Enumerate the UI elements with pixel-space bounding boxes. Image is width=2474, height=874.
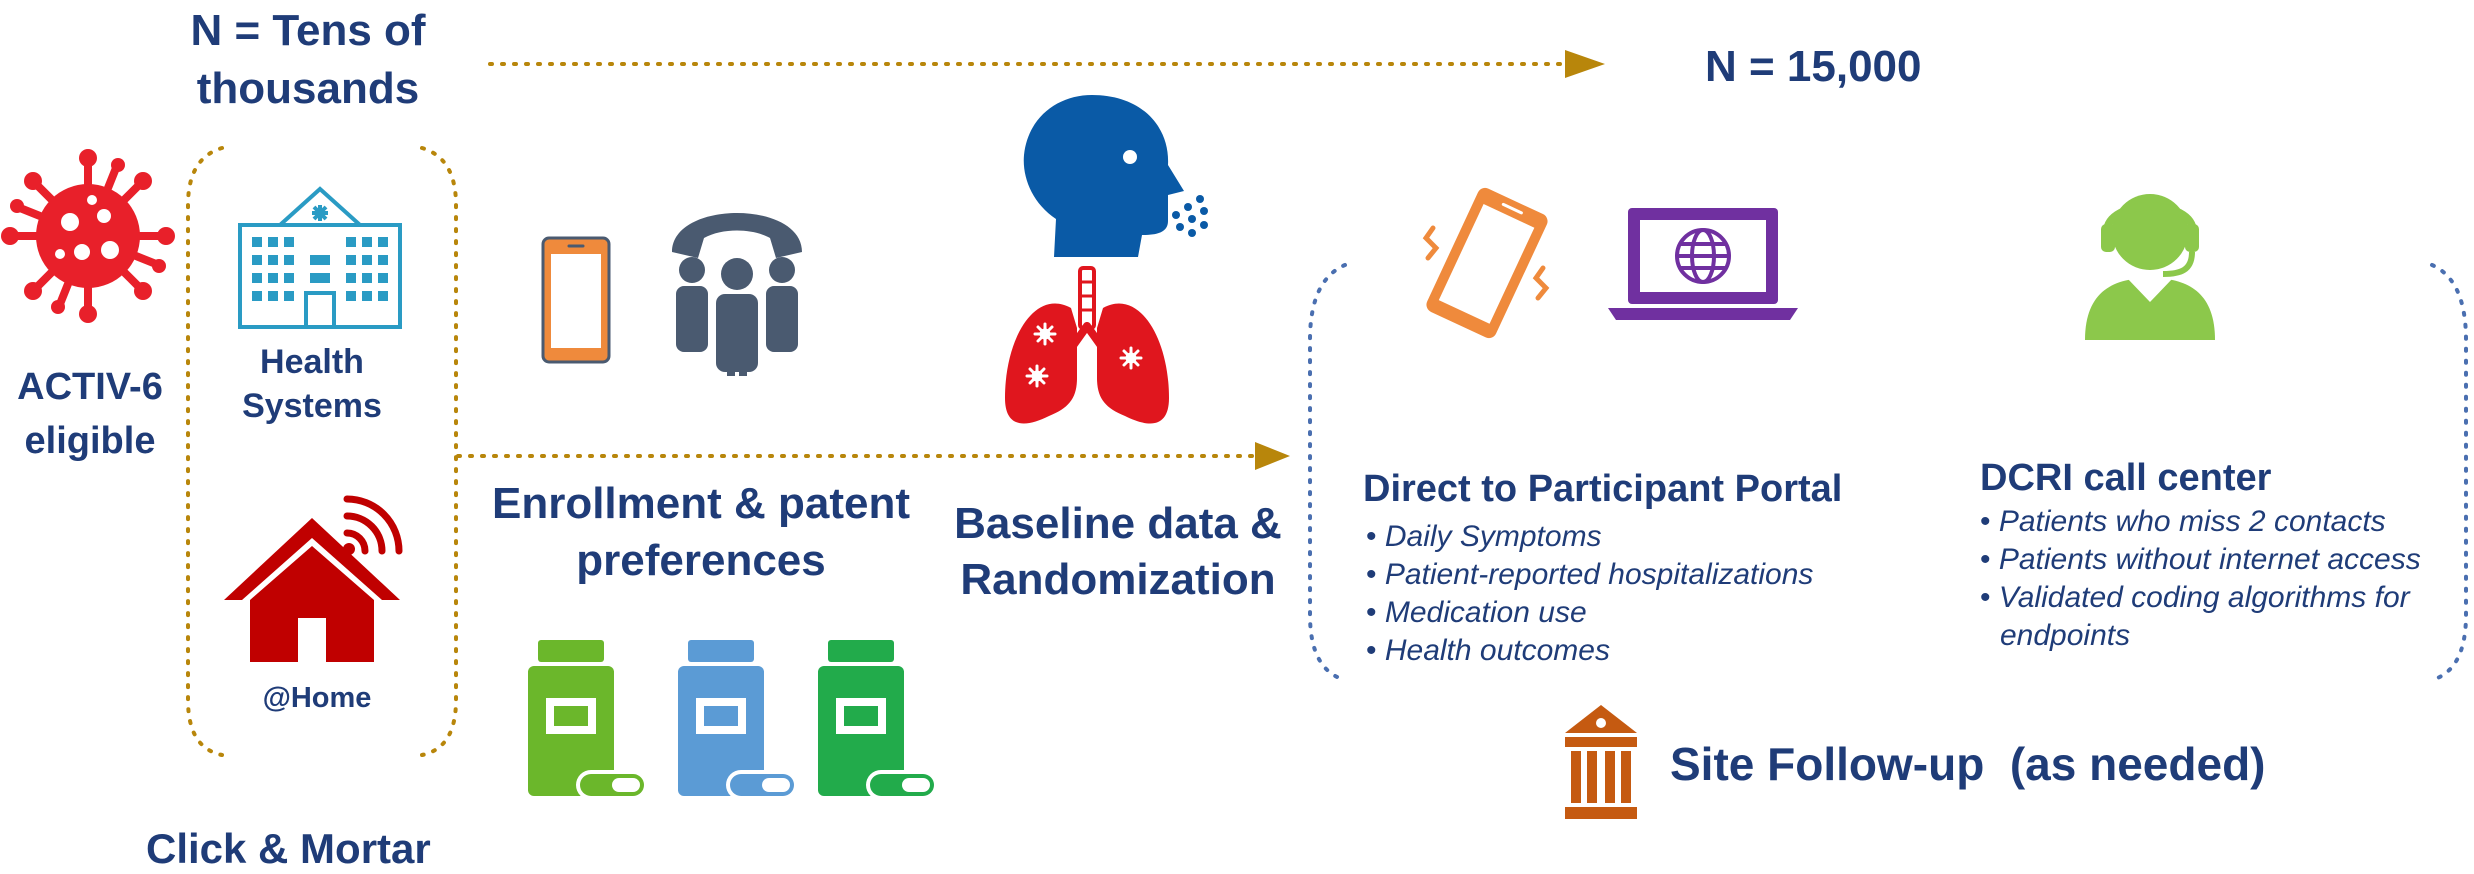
follow-up-bracket (1308, 263, 2468, 682)
list-item: Health outcomes (1366, 632, 1813, 670)
virus-icon (1, 149, 175, 323)
vibrating-phone-icon (1422, 187, 1550, 339)
headset-agent-icon (2085, 194, 2215, 340)
list-item: Patient-reported hospitalizations (1366, 556, 1814, 594)
call-center-title: DCRI call center (1980, 457, 2272, 499)
top-flow-arrow (488, 50, 1605, 78)
list-item: Patients who miss 2 contacts (1980, 503, 2450, 541)
pill-bottle-icon (678, 640, 798, 800)
lungs-icon (1005, 266, 1169, 424)
middle-flow-arrow (456, 442, 1290, 470)
call-group-icon (672, 213, 802, 376)
activ6-eligible-label: ACTIV-6 eligible (17, 366, 163, 462)
home-wifi-icon (224, 495, 403, 662)
portal-title: Direct to Participant Portal (1363, 468, 1843, 510)
click-mortar-bracket (186, 146, 458, 757)
smartphone-icon (541, 236, 611, 364)
at-home-label: @Home (262, 682, 372, 714)
laptop-globe-icon (1608, 208, 1798, 320)
pill-bottle-icon (818, 640, 938, 800)
list-item: Medication use (1366, 594, 1813, 632)
hospital-icon (238, 186, 402, 329)
list-item: Daily Symptoms (1366, 518, 1813, 556)
click-mortar-label: Click & Mortar (146, 825, 431, 872)
health-systems-label: Health Systems (242, 343, 382, 425)
head-breath-icon (1023, 95, 1208, 257)
n-tens-of-thousands: N = Tens of thousands (190, 6, 426, 113)
n-15000: N = 15,000 (1705, 42, 1922, 91)
site-follow-up-label: Site Follow-up (as needed) (1670, 738, 2266, 790)
portal-list: Daily Symptoms Patient-reported hospital… (1366, 518, 1814, 670)
call-center-list: Patients who miss 2 contacts Patients wi… (1980, 503, 2450, 655)
pill-bottle-icon (528, 640, 648, 800)
enrollment-preferences-label: Enrollment & patent preferences (491, 479, 911, 585)
site-building-icon (1565, 705, 1637, 819)
list-item: Validated coding algorithms for endpoint… (1980, 579, 2450, 655)
baseline-randomization-label: Baseline data & Randomization (954, 499, 1282, 604)
list-item: Patients without internet access (1980, 541, 2450, 579)
